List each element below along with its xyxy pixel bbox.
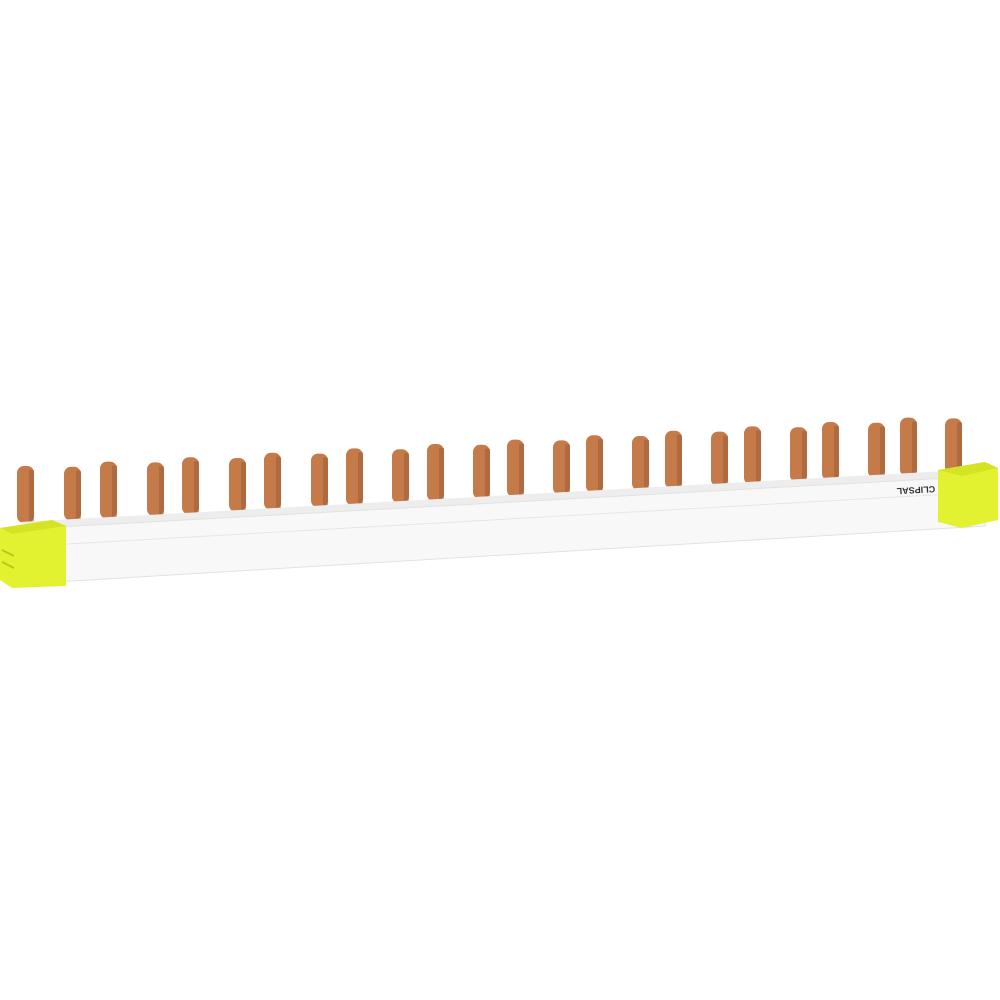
right-end-cap bbox=[938, 462, 998, 528]
copper-pin-shade bbox=[485, 448, 490, 499]
brand-logo: CLIPSAL bbox=[896, 484, 936, 496]
copper-pin-shade bbox=[159, 466, 164, 517]
left-end-cap bbox=[0, 520, 66, 588]
copper-pin-shade bbox=[644, 440, 649, 491]
copper-pin-shade bbox=[723, 435, 728, 487]
copper-pin-shade bbox=[957, 422, 962, 474]
copper-pin-shade bbox=[323, 457, 328, 508]
copper-pin-shade bbox=[194, 461, 199, 515]
copper-pin-shade bbox=[912, 421, 917, 477]
copper-pin-shade bbox=[565, 444, 570, 495]
copper-pins bbox=[17, 417, 962, 524]
copper-pin-shade bbox=[439, 448, 444, 502]
copper-pin-shade bbox=[76, 470, 81, 521]
copper-pin-shade bbox=[834, 426, 839, 481]
copper-pin-shade bbox=[404, 453, 409, 504]
copper-pin-shade bbox=[677, 434, 682, 489]
copper-pin-shade bbox=[358, 452, 363, 506]
copper-pin-shade bbox=[29, 470, 34, 524]
copper-pin-shade bbox=[519, 443, 524, 498]
busbar-edge-line bbox=[49, 491, 986, 546]
copper-pin-shade bbox=[598, 439, 603, 493]
copper-pin-shade bbox=[802, 431, 807, 483]
copper-pin-shade bbox=[756, 430, 761, 485]
busbar-top-face bbox=[20, 470, 985, 528]
copper-pin-shade bbox=[241, 462, 246, 512]
copper-pin-shade bbox=[112, 465, 117, 519]
copper-pin-shade bbox=[276, 456, 281, 511]
copper-pin-shade bbox=[880, 426, 885, 479]
